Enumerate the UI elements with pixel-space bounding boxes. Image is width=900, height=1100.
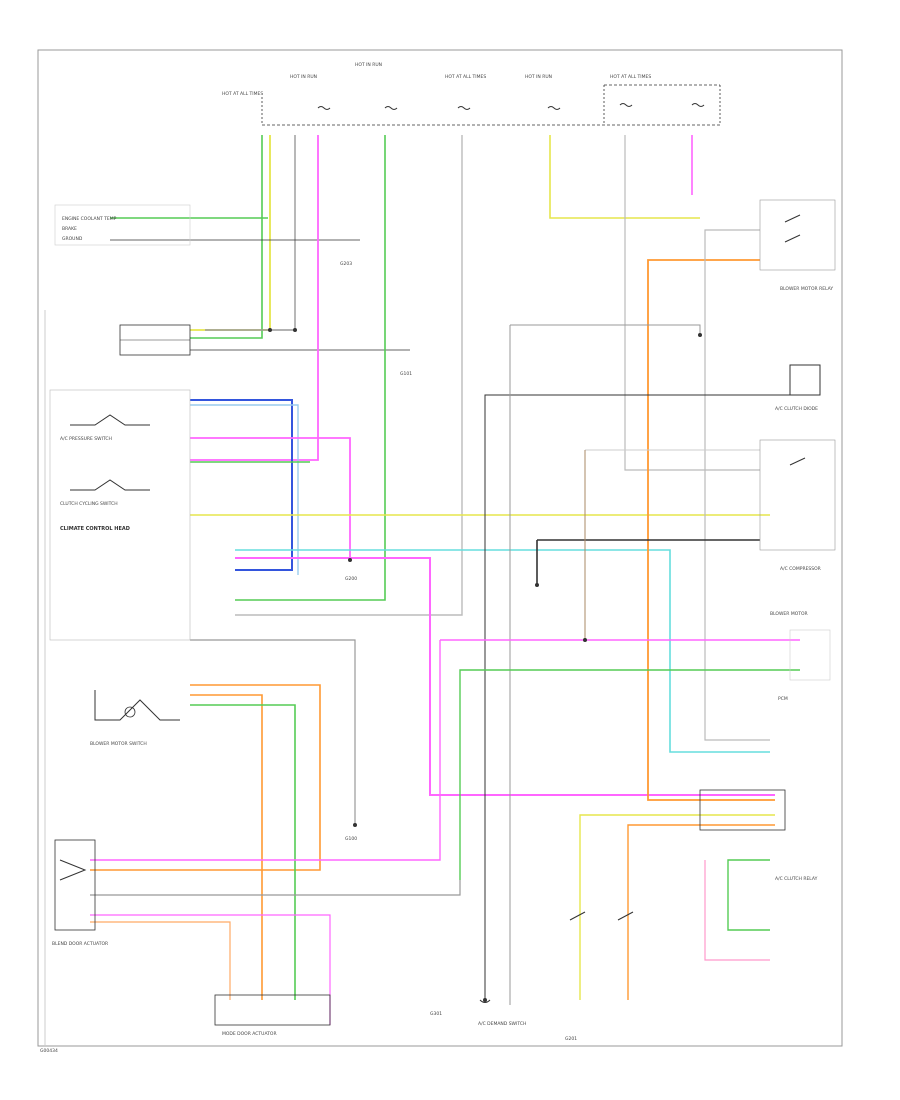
top-fuse-block: HOT AT ALL TIMES HOT IN RUN HOT IN RUN H… <box>222 62 721 126</box>
a-c-demand-switch: A/C DEMAND SWITCH <box>478 999 526 1027</box>
top-fuse-label-1: HOT AT ALL TIMES <box>222 91 263 97</box>
g201-label: G201 <box>565 1036 577 1042</box>
wire-pink-7 <box>90 640 441 861</box>
a-c-clutch-relay-label: A/C CLUTCH RELAY <box>775 876 818 882</box>
climate-control-head: A/C PRESSURE SWITCH CLUTCH CYCLING SWITC… <box>49 389 191 641</box>
a-c-clutch-relay: A/C CLUTCH RELAY <box>699 789 818 882</box>
wire-pink-3 <box>190 437 351 560</box>
wire-black-3 <box>484 394 790 1000</box>
wire-pink-1 <box>190 135 319 461</box>
top-fuse-label-3: HOT IN RUN <box>355 62 382 68</box>
blend-door-actuator-label: BLEND DOOR ACTUATOR <box>52 941 108 947</box>
top-fuse-label-5: HOT IN RUN <box>525 74 552 80</box>
footer-code: G00434 <box>40 1048 58 1054</box>
blower-motor-relay-label: BLOWER MOTOR RELAY <box>780 286 833 292</box>
climate-control-head-label: CLIMATE CONTROL HEAD <box>60 526 130 532</box>
wire-yellow-4 <box>579 814 775 1000</box>
clutch-cycling-switch-label: CLUTCH CYCLING SWITCH <box>60 501 118 507</box>
wire-gray-5 <box>510 324 701 335</box>
blend-door-actuator: BLEND DOOR ACTUATOR <box>52 839 108 947</box>
wire-orange-4 <box>90 921 231 1000</box>
wire-gray-7 <box>90 880 461 896</box>
a-c-compressor-label: A/C COMPRESSOR <box>780 566 821 572</box>
mode-door-actuator: MODE DOOR ACTUATOR <box>214 994 331 1037</box>
a-c-compressor: A/C COMPRESSOR <box>759 439 836 572</box>
wire-yellow-1 <box>190 135 271 331</box>
wire-orange-3 <box>190 694 263 1000</box>
wire-gray-8 <box>190 639 356 825</box>
wire-pink-4 <box>235 557 775 796</box>
wire-yellow-2 <box>549 135 700 219</box>
wire-gray-4 <box>704 229 770 741</box>
blower-motor-switch-label: BLOWER MOTOR SWITCH <box>90 741 147 747</box>
a-c-clutch-diode: A/C CLUTCH DIODE <box>775 364 821 412</box>
blower-motor-relay: BLOWER MOTOR RELAY <box>759 199 836 292</box>
wire-orange-5 <box>627 824 775 1000</box>
g100-label: G100 <box>345 836 357 842</box>
left-input-block: ENGINE COOLANT TEMP BRAKE GROUND <box>54 204 191 246</box>
wire-green-4 <box>459 669 800 880</box>
wire-pink-9 <box>704 860 770 961</box>
wire-gray-3 <box>624 135 760 471</box>
wire-orange-2 <box>90 684 321 871</box>
left-input-1: ENGINE COOLANT TEMP <box>62 216 117 222</box>
wire-pink-8 <box>90 914 331 1025</box>
top-fuse-label-2: HOT IN RUN <box>290 74 317 80</box>
mode-door-actuator-label: MODE DOOR ACTUATOR <box>222 1031 277 1037</box>
wire-blue-1 <box>190 399 293 571</box>
wire-green-6 <box>727 859 770 931</box>
left-connector <box>119 324 191 356</box>
ground-label-g200: G200 <box>345 576 357 582</box>
wire-green-2 <box>235 135 386 601</box>
pcm: PCM <box>778 629 831 702</box>
blower-motor-label: BLOWER MOTOR <box>770 611 808 617</box>
diagram-border <box>37 49 843 1047</box>
top-fuse-label-4: HOT AT ALL TIMES <box>445 74 486 80</box>
a-c-clutch-diode-label: A/C CLUTCH DIODE <box>775 406 818 412</box>
g301-label: G301 <box>430 1011 442 1017</box>
wire-cyan-1 <box>235 549 770 753</box>
splice-dots <box>268 328 702 1002</box>
ground-label-g101: G101 <box>400 371 412 377</box>
blower-motor: BLOWER MOTOR <box>770 611 808 617</box>
left-input-2: BRAKE <box>62 226 77 232</box>
a-c-demand-switch-label: A/C DEMAND SWITCH <box>478 1021 526 1027</box>
wire-lightblue-1 <box>190 404 299 575</box>
blower-motor-switch: BLOWER MOTOR SWITCH <box>90 690 180 747</box>
a-c-pressure-switch-label: A/C PRESSURE SWITCH <box>60 436 112 442</box>
wire-green-1 <box>190 135 263 339</box>
lower-relays: G201 G100 G301 <box>345 836 634 1042</box>
top-fuse-label-6: HOT AT ALL TIMES <box>610 74 651 80</box>
wire-green-5 <box>190 704 296 1000</box>
wire-gray-2 <box>235 135 463 616</box>
wire-orange-1 <box>647 259 775 801</box>
pcm-label: PCM <box>778 696 788 702</box>
wire-gray-1 <box>205 135 296 331</box>
ground-label-g203: G203 <box>340 261 352 267</box>
left-input-3: GROUND <box>62 236 83 242</box>
